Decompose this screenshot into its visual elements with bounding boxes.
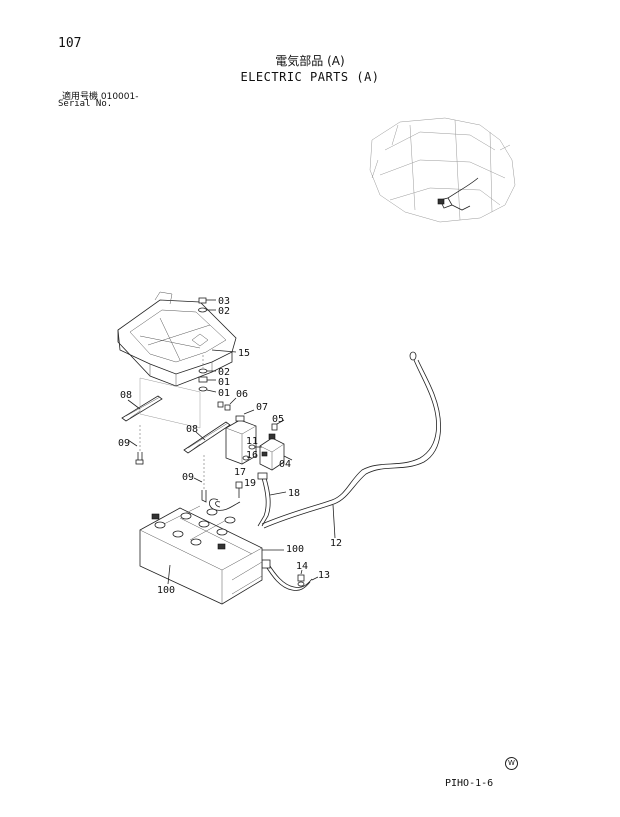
manufacturer-logo: W <box>505 757 518 770</box>
page-number: 107 <box>58 36 82 51</box>
callout-19: 19 <box>244 478 256 489</box>
battery-tray-plate <box>117 291 237 387</box>
callout-09-right: 09 <box>182 472 194 483</box>
callout-02-top: 02 <box>218 306 230 317</box>
callout-11: 11 <box>246 436 258 447</box>
battery-clamp <box>209 498 241 511</box>
rubber-strip-left <box>121 377 201 429</box>
ground-cable-13 <box>261 559 319 591</box>
callout-08-right: 08 <box>186 424 198 435</box>
callout-12: 12 <box>330 538 342 549</box>
battery-relay <box>259 433 293 471</box>
serial-label-english: Serial No. <box>58 99 113 109</box>
callout-01-a: 01 <box>218 377 230 388</box>
callout-100-right: 100 <box>286 544 304 555</box>
bolt-05 <box>271 419 285 431</box>
callout-09-left: 09 <box>118 438 130 449</box>
callout-06: 06 <box>236 389 248 400</box>
screw-set <box>217 397 237 411</box>
bolt-top <box>198 297 216 313</box>
washer-11 <box>248 444 262 450</box>
cable-18 <box>257 472 287 527</box>
callout-05: 05 <box>272 414 284 425</box>
battery-cable-12 <box>261 351 441 539</box>
callout-02-lower: 02 <box>218 367 230 378</box>
nut-washer-stack <box>198 349 237 393</box>
callout-14: 14 <box>296 561 308 572</box>
relay-cover <box>225 409 257 465</box>
callout-15: 15 <box>238 348 250 359</box>
callout-03: 03 <box>218 296 230 307</box>
callout-04: 04 <box>279 459 291 470</box>
footer-page-code: PIHO-1-6 <box>445 778 494 789</box>
serial-label-japanese: 適用号機 010001- <box>62 92 139 102</box>
terminal-17 <box>235 481 243 498</box>
callout-100-left: 100 <box>157 585 175 596</box>
hook-bolt-right <box>193 455 207 503</box>
callout-18: 18 <box>288 488 300 499</box>
callout-07: 07 <box>256 402 268 413</box>
machine-location-sketch <box>369 117 516 223</box>
washer-16 <box>242 455 250 461</box>
page-title-japanese: 電気部品 (A) <box>275 54 345 68</box>
callout-16: 16 <box>246 450 258 461</box>
callout-13: 13 <box>318 570 330 581</box>
callout-08-left: 08 <box>120 390 132 401</box>
rubber-strip-right <box>183 421 231 454</box>
hook-bolt-left <box>127 425 144 465</box>
callout-01-b: 01 <box>218 388 230 399</box>
page-title-english: ELECTRIC PARTS (A) <box>240 70 380 84</box>
battery-pair <box>139 505 284 605</box>
callout-17: 17 <box>234 467 246 478</box>
